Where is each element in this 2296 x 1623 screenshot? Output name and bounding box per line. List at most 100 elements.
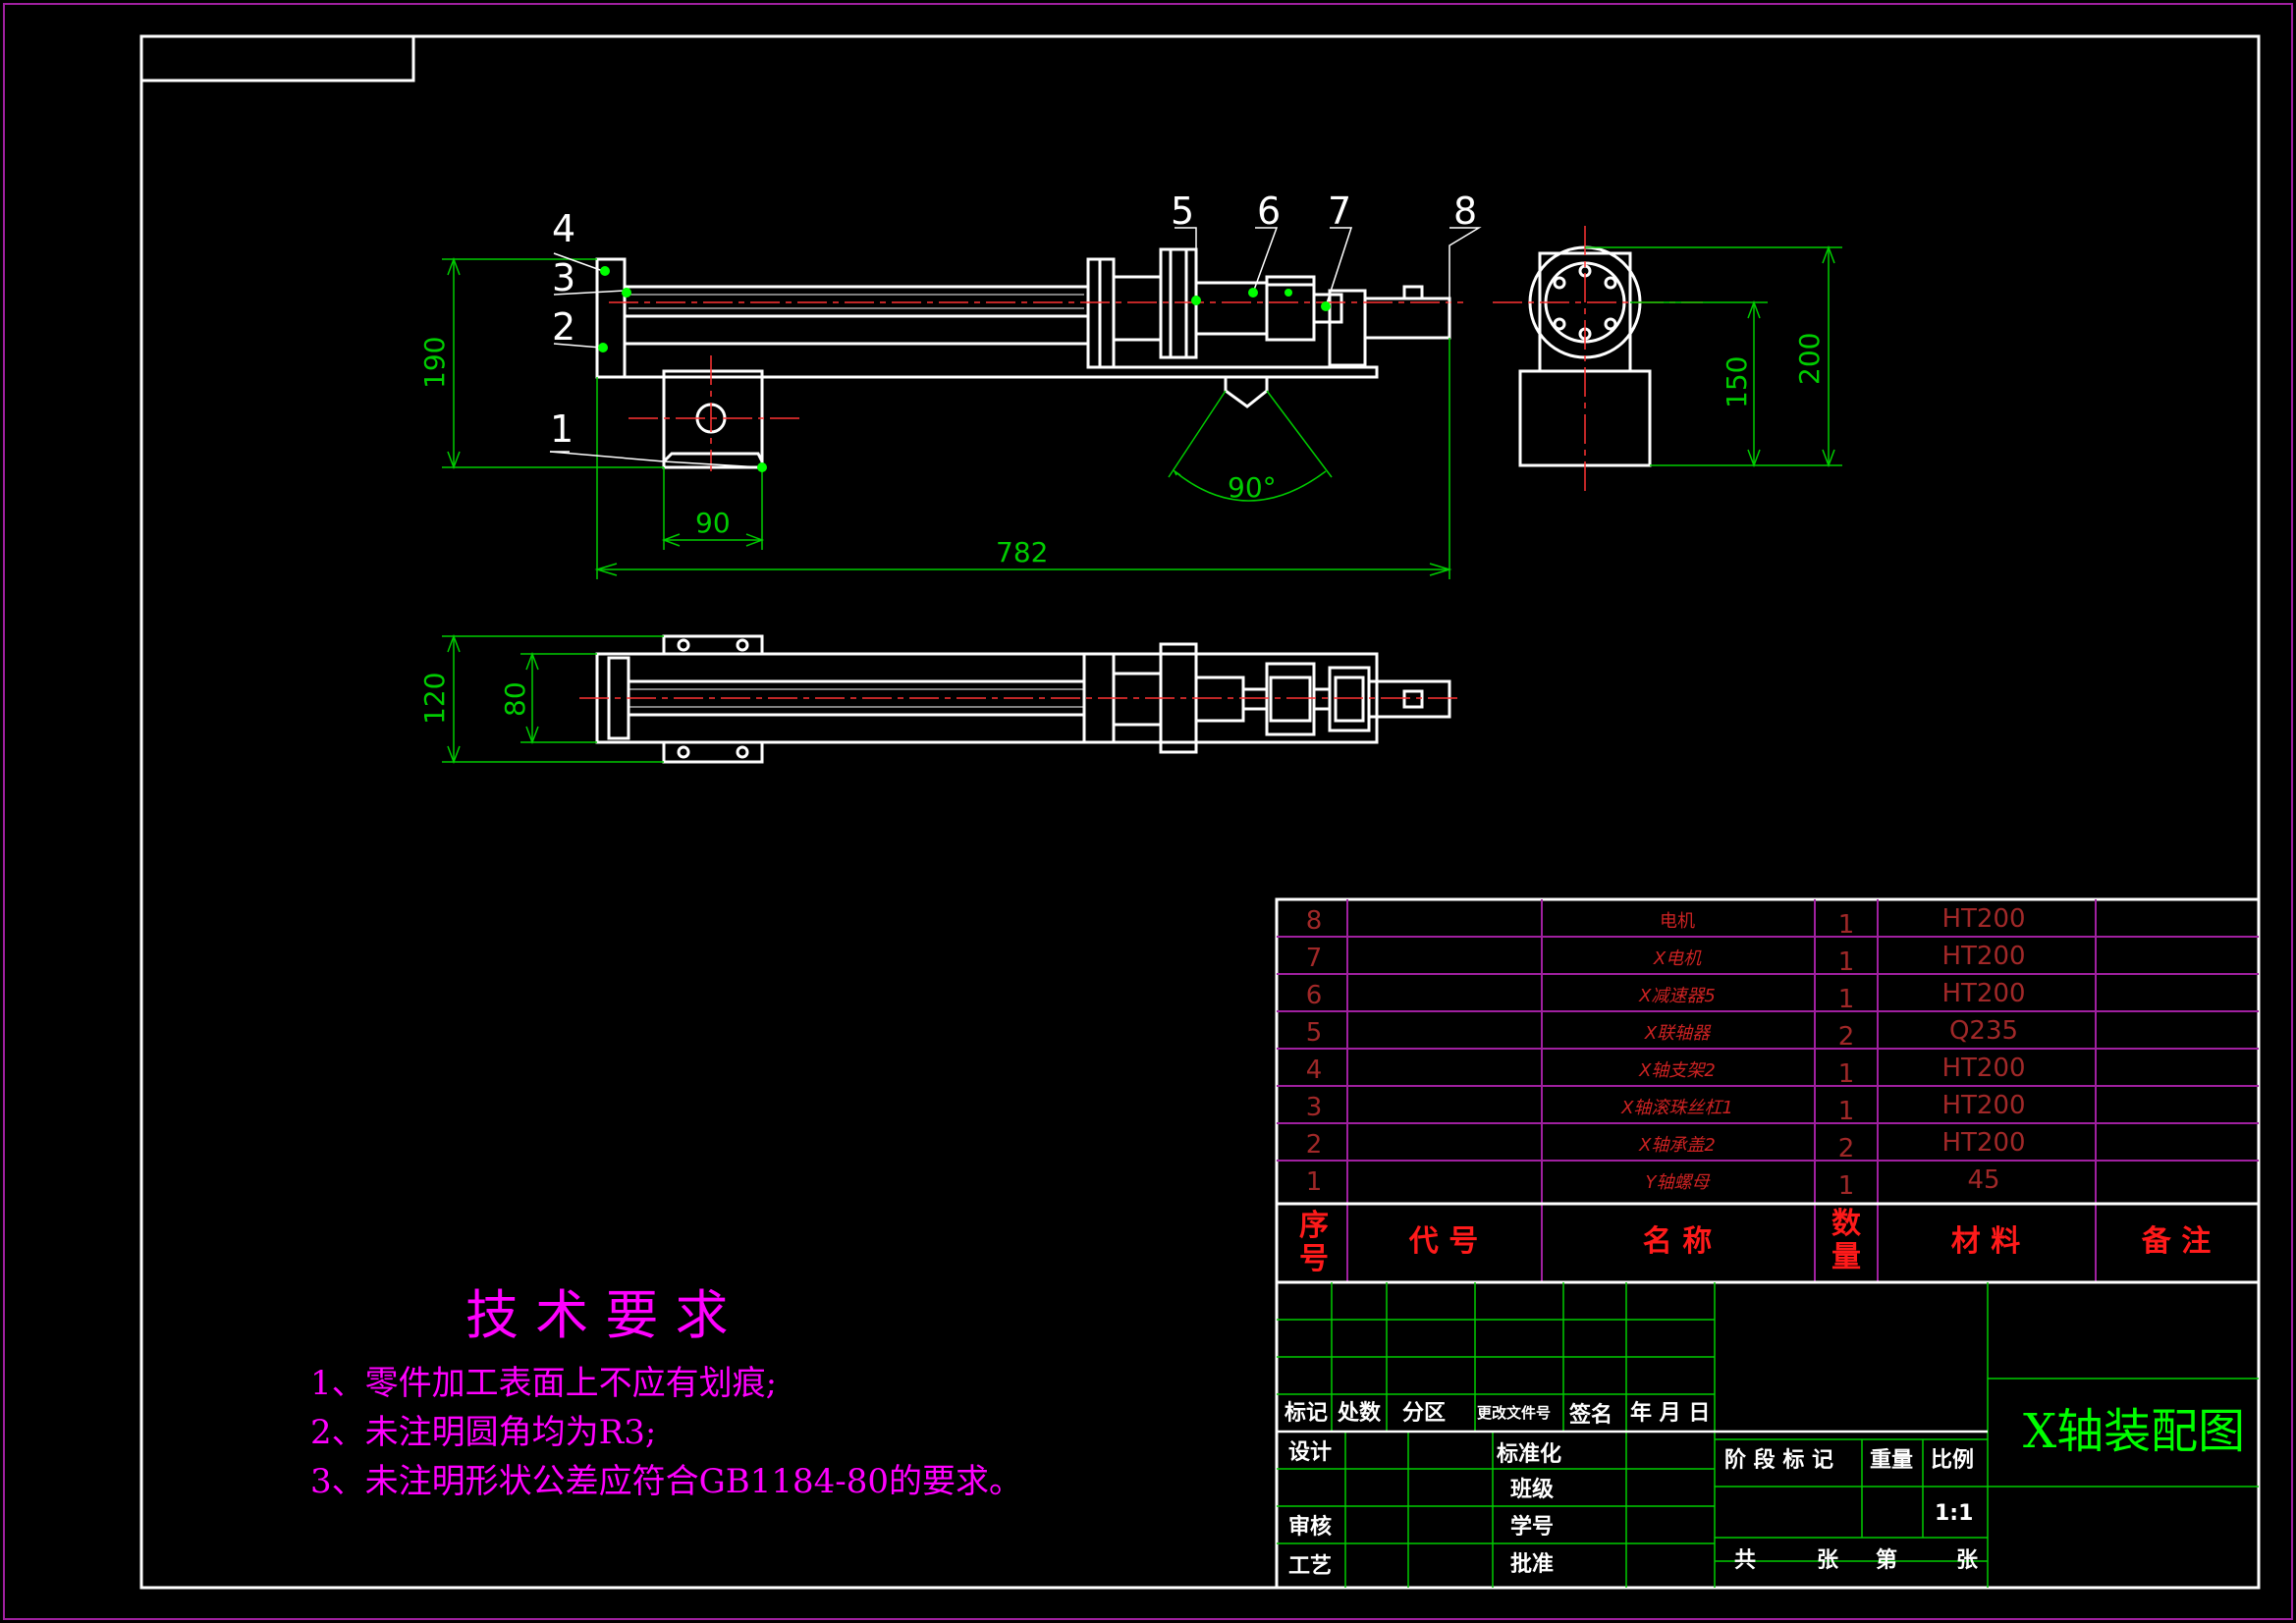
tb-weight: 重量 xyxy=(1870,1448,1913,1473)
tb-sheets: 张 xyxy=(1817,1548,1839,1573)
tb-mark: 标记 xyxy=(1285,1400,1328,1426)
bom-rows: 8 电机 1 HT200 7 X电机 1 HT200 6 X减速器5 1 HT2… xyxy=(1306,904,2026,1201)
svg-text:X轴支架2: X轴支架2 xyxy=(1638,1060,1716,1081)
bom-header-qty-2: 量 xyxy=(1831,1240,1861,1274)
screw-thread-top xyxy=(629,688,1084,708)
dim-80: 80 xyxy=(499,681,531,717)
outer-border xyxy=(3,3,2293,1620)
svg-text:X轴滚珠丝杠1: X轴滚珠丝杠1 xyxy=(1620,1098,1733,1118)
bom-header-index-1: 序 xyxy=(1299,1209,1329,1243)
bom-row: 2 X轴承盖2 2 HT200 xyxy=(1306,1128,2026,1163)
code-box xyxy=(139,34,415,82)
tb-date: 年 月 日 xyxy=(1630,1400,1710,1426)
bom-grid xyxy=(1275,897,2261,1284)
dim-200: 200 xyxy=(1793,333,1826,385)
svg-text:8: 8 xyxy=(1306,906,1323,936)
bom-row: 6 X减速器5 1 HT200 xyxy=(1306,979,2026,1014)
title-block-labels: 标记 处数 分区 更改文件号 签名 年 月 日 设计 标准化 班级 审核 学号 … xyxy=(1285,1400,1979,1579)
svg-text:1: 1 xyxy=(1838,947,1855,977)
drawing-frame xyxy=(139,34,2261,1590)
screw-thread-front xyxy=(629,294,1084,309)
balloon-4: 4 xyxy=(552,207,575,250)
tb-design: 设计 xyxy=(1288,1440,1332,1465)
balloon-6: 6 xyxy=(1257,189,1281,233)
dim-120: 120 xyxy=(418,673,451,725)
dim-190: 190 xyxy=(418,337,451,389)
dimensions-top xyxy=(442,633,664,765)
tb-zone: 分区 xyxy=(1402,1401,1446,1426)
svg-text:HT200: HT200 xyxy=(1941,1054,2025,1083)
bom-row: 3 X轴滚珠丝杠1 1 HT200 xyxy=(1306,1091,2026,1126)
svg-text:X减速器5: X减速器5 xyxy=(1638,986,1716,1006)
svg-text:7: 7 xyxy=(1306,944,1323,973)
balloon-1: 1 xyxy=(550,407,574,451)
balloon-3: 3 xyxy=(552,256,575,299)
tb-change-doc: 更改文件号 xyxy=(1477,1404,1551,1422)
svg-text:1: 1 xyxy=(1838,1171,1855,1201)
dim-782: 782 xyxy=(996,536,1048,568)
technical-requirements: 技 术 要 求 1、零件加工表面上不应有划痕; 2、未注明圆角均为R3; 3、未… xyxy=(310,1284,1022,1501)
svg-text:Y轴螺母: Y轴螺母 xyxy=(1646,1172,1712,1193)
svg-text:4: 4 xyxy=(1306,1055,1323,1085)
balloon-8: 8 xyxy=(1453,189,1477,233)
svg-text:3: 3 xyxy=(1306,1093,1323,1122)
tb-sheet-end: 张 xyxy=(1956,1548,1979,1573)
tb-standardize: 标准化 xyxy=(1497,1441,1561,1467)
svg-text:HT200: HT200 xyxy=(1941,979,2025,1008)
svg-text:45: 45 xyxy=(1967,1165,1999,1195)
svg-text:X联轴器: X联轴器 xyxy=(1644,1023,1712,1044)
dim-150: 150 xyxy=(1721,356,1753,408)
bom-row: 5 X联轴器 2 Q235 xyxy=(1306,1016,2018,1052)
tb-scale-value: 1:1 xyxy=(1935,1501,1973,1526)
tech-req-item-2: 2、未注明圆角均为R3; xyxy=(310,1413,656,1452)
dimensions-side xyxy=(1585,244,1842,468)
tb-student-no: 学号 xyxy=(1510,1514,1554,1540)
svg-text:6: 6 xyxy=(1306,981,1323,1010)
drawing-title: X轴装配图 xyxy=(2023,1404,2245,1459)
dim-angle-90: 90° xyxy=(1228,471,1277,504)
svg-text:5: 5 xyxy=(1306,1018,1323,1048)
bom-header-index-2: 号 xyxy=(1299,1242,1329,1276)
bom-row: 7 X电机 1 HT200 xyxy=(1306,942,2026,977)
title-block-grid xyxy=(1275,1280,2261,1590)
bom-header-name: 名 称 xyxy=(1643,1224,1712,1259)
bom-row: 8 电机 1 HT200 xyxy=(1306,904,2026,940)
centerlines-side xyxy=(1493,226,1703,491)
front-view xyxy=(595,247,1451,469)
svg-text:2: 2 xyxy=(1838,1022,1855,1052)
bom-header-qty-1: 数 xyxy=(1831,1207,1862,1241)
tb-stage-mark: 阶 段 标 记 xyxy=(1724,1447,1833,1473)
bom-header-material: 材 料 xyxy=(1951,1224,2020,1259)
centerlines-front xyxy=(609,301,1463,471)
balloon-2: 2 xyxy=(552,305,575,349)
svg-text:1: 1 xyxy=(1838,1097,1855,1126)
svg-text:X轴承盖2: X轴承盖2 xyxy=(1638,1135,1716,1156)
bom-row: 1 Y轴螺母 1 45 xyxy=(1306,1165,2000,1201)
svg-text:X电机: X电机 xyxy=(1653,948,1702,969)
tb-review: 审核 xyxy=(1288,1514,1332,1540)
svg-text:HT200: HT200 xyxy=(1941,1091,2025,1120)
tech-req-item-1: 1、零件加工表面上不应有划痕; xyxy=(310,1364,777,1403)
svg-text:1: 1 xyxy=(1838,910,1855,940)
leader-dots xyxy=(598,266,1331,472)
svg-text:2: 2 xyxy=(1306,1130,1323,1160)
tb-signature: 签名 xyxy=(1568,1402,1613,1428)
tech-req-title: 技 术 要 求 xyxy=(465,1284,729,1346)
svg-text:HT200: HT200 xyxy=(1941,904,2025,934)
tb-process: 工艺 xyxy=(1288,1553,1332,1579)
balloon-7: 7 xyxy=(1328,189,1351,233)
leader-lines xyxy=(549,227,1482,468)
tb-total: 共 xyxy=(1734,1548,1756,1573)
tb-count: 处数 xyxy=(1337,1400,1382,1426)
svg-text:Q235: Q235 xyxy=(1949,1016,2018,1046)
svg-text:1: 1 xyxy=(1838,985,1855,1014)
svg-text:2: 2 xyxy=(1838,1134,1855,1163)
balloon-5: 5 xyxy=(1171,189,1194,233)
svg-text:HT200: HT200 xyxy=(1941,942,2025,971)
svg-text:电机: 电机 xyxy=(1660,911,1695,932)
tb-page: 第 xyxy=(1876,1547,1897,1573)
svg-text:1: 1 xyxy=(1838,1059,1855,1089)
dimensions-front xyxy=(442,256,1452,579)
tb-approve: 批准 xyxy=(1510,1552,1554,1577)
